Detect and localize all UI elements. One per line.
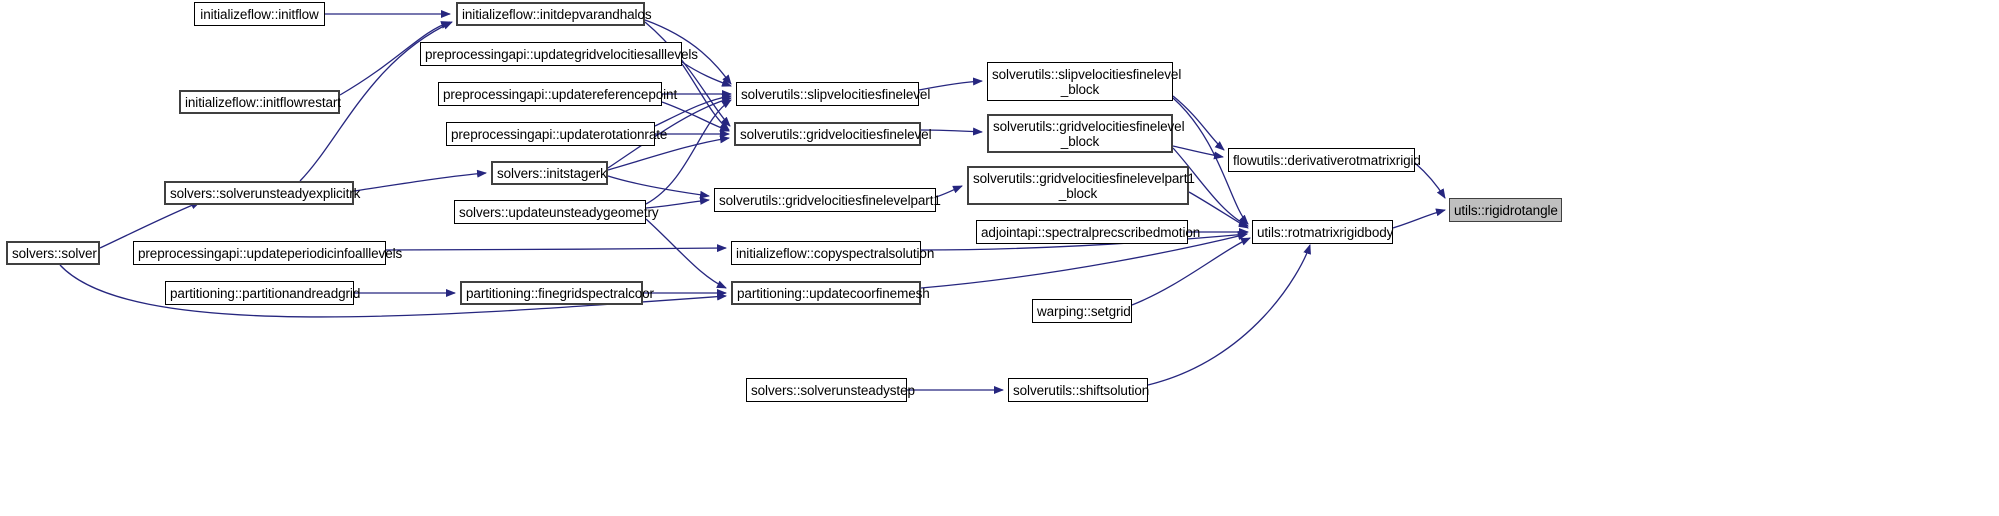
graph-node-label: utils::rotmatrixrigidbody [1257,224,1394,240]
graph-node-n18[interactable]: solverutils::slipvelocitiesfinelevel _bl… [987,62,1182,101]
graph-node-label: initializeflow::initdepvarandhalos [462,6,652,22]
graph-node-label: solverutils::slipvelocitiesfinelevel [741,86,931,102]
graph-node-n12[interactable]: partitioning::finegridspectralcoor [460,281,654,305]
graph-node-n1[interactable]: initializeflow::initdepvarandhalos [456,2,652,26]
graph-node-n3[interactable]: preprocessingapi::updatereferencepoint [438,82,678,106]
edge-n27-n24 [1147,244,1311,386]
graph-node-n2[interactable]: preprocessingapi::updategridvelocitiesal… [420,42,698,66]
edge-n23-n25 [1414,162,1446,199]
edge-n6-n13 [607,175,710,199]
graph-node-n15[interactable]: partitioning::updatecoorfinemesh [731,281,930,305]
graph-node-n8[interactable]: solvers::solverunsteadyexplicitrk [164,181,361,205]
graph-node-n16[interactable]: solverutils::slipvelocitiesfinelevel [736,82,931,106]
graph-node-label: solvers::solverunsteadyexplicitrk [170,185,361,201]
graph-node-n10[interactable]: preprocessingapi::updateperiodicinfoalll… [133,241,403,265]
graph-node-n5[interactable]: preprocessingapi::updaterotationrate [446,122,668,146]
graph-node-n22[interactable]: warping::setgrid [1032,299,1132,323]
graph-node-n4[interactable]: initializeflow::initflowrestart [179,90,341,114]
graph-node-n14[interactable]: initializeflow::copyspectralsolution [731,241,935,265]
graph-node-label: initializeflow::copyspectralsolution [736,245,935,261]
edge-n19-n23 [1172,145,1224,160]
graph-node-n11[interactable]: partitioning::partitionandreadgrid [165,281,361,305]
graph-node-label: initializeflow::initflow [200,6,319,22]
edge-n2-n17 [681,63,730,131]
edge-n24-n25 [1392,208,1446,229]
graph-node-n13[interactable]: solverutils::gridvelocitiesfinelevelpart… [714,188,941,212]
graph-node-label: flowutils::derivativerotmatrixrigid [1233,152,1421,168]
graph-node-label: partitioning::updatecoorfinemesh [737,285,930,301]
graph-node-label: solvers::initstagerk [497,165,607,181]
edge-n22-n24 [1131,237,1251,306]
edge-n7-n15 [645,218,727,289]
graph-node-n7[interactable]: solvers::updateunsteadygeometry [454,200,659,224]
graph-node-n23[interactable]: flowutils::derivativerotmatrixrigid [1228,148,1421,172]
graph-node-n26[interactable]: solvers::solverunsteadystep [746,378,915,402]
graph-node-label: preprocessingapi::updategridvelocitiesal… [425,46,698,62]
graph-node-label: utils::rigidrotangle [1454,202,1558,218]
graph-node-n27[interactable]: solverutils::shiftsolution [1008,378,1150,402]
graph-node-label: solvers::solverunsteadystep [751,382,915,398]
edge-n1-n17 [644,21,731,127]
graph-node-n19[interactable]: solverutils::gridvelocitiesfinelevel _bl… [987,114,1185,153]
edge-n20-n24 [1188,191,1249,229]
graph-node-label: adjointapi::spectralprecscribedmotion [981,224,1201,240]
graph-node-n17[interactable]: solverutils::gridvelocitiesfinelevel [734,122,932,146]
graph-node-label: initializeflow::initflowrestart [185,94,341,110]
graph-node-label: partitioning::finegridspectralcoor [466,285,654,301]
graph-node-n6[interactable]: solvers::initstagerk [491,161,608,185]
graph-node-label: solvers::updateunsteadygeometry [459,204,659,220]
graph-node-label: preprocessingapi::updateperiodicinfoalll… [138,245,403,261]
graph-node-n25[interactable]: utils::rigidrotangle [1449,198,1562,222]
graph-node-label: preprocessingapi::updatereferencepoint [443,86,678,102]
edge-n3-n17 [661,101,730,132]
graph-node-label: partitioning::partitionandreadgrid [170,285,361,301]
edge-n10-n14 [385,244,727,253]
graph-node-n24[interactable]: utils::rotmatrixrigidbody [1252,220,1393,244]
graph-node-label: warping::setgrid [1037,303,1131,319]
graph-node-label: solverutils::gridvelocitiesfinelevelpart… [719,192,941,208]
edge-n8-n6 [353,169,487,192]
graph-node-label: solverutils::gridvelocitiesfinelevelpart… [973,170,1195,201]
graph-node-n9[interactable]: solvers::solver [6,241,100,265]
graph-node-label: preprocessingapi::updaterotationrate [451,126,668,142]
graph-node-n21[interactable]: adjointapi::spectralprecscribedmotion [976,220,1201,244]
graph-node-label: solverutils::gridvelocitiesfinelevel [740,126,932,142]
graph-node-label: solverutils::gridvelocitiesfinelevel _bl… [993,118,1185,149]
graph-node-label: solvers::solver [12,245,97,261]
graph-node-n0[interactable]: initializeflow::initflow [194,2,325,26]
graph-node-n20[interactable]: solverutils::gridvelocitiesfinelevelpart… [967,166,1195,205]
edge-n2-n16 [681,61,732,87]
graph-node-label: solverutils::shiftsolution [1013,382,1150,398]
graph-node-label: solverutils::slipvelocitiesfinelevel _bl… [992,66,1182,97]
